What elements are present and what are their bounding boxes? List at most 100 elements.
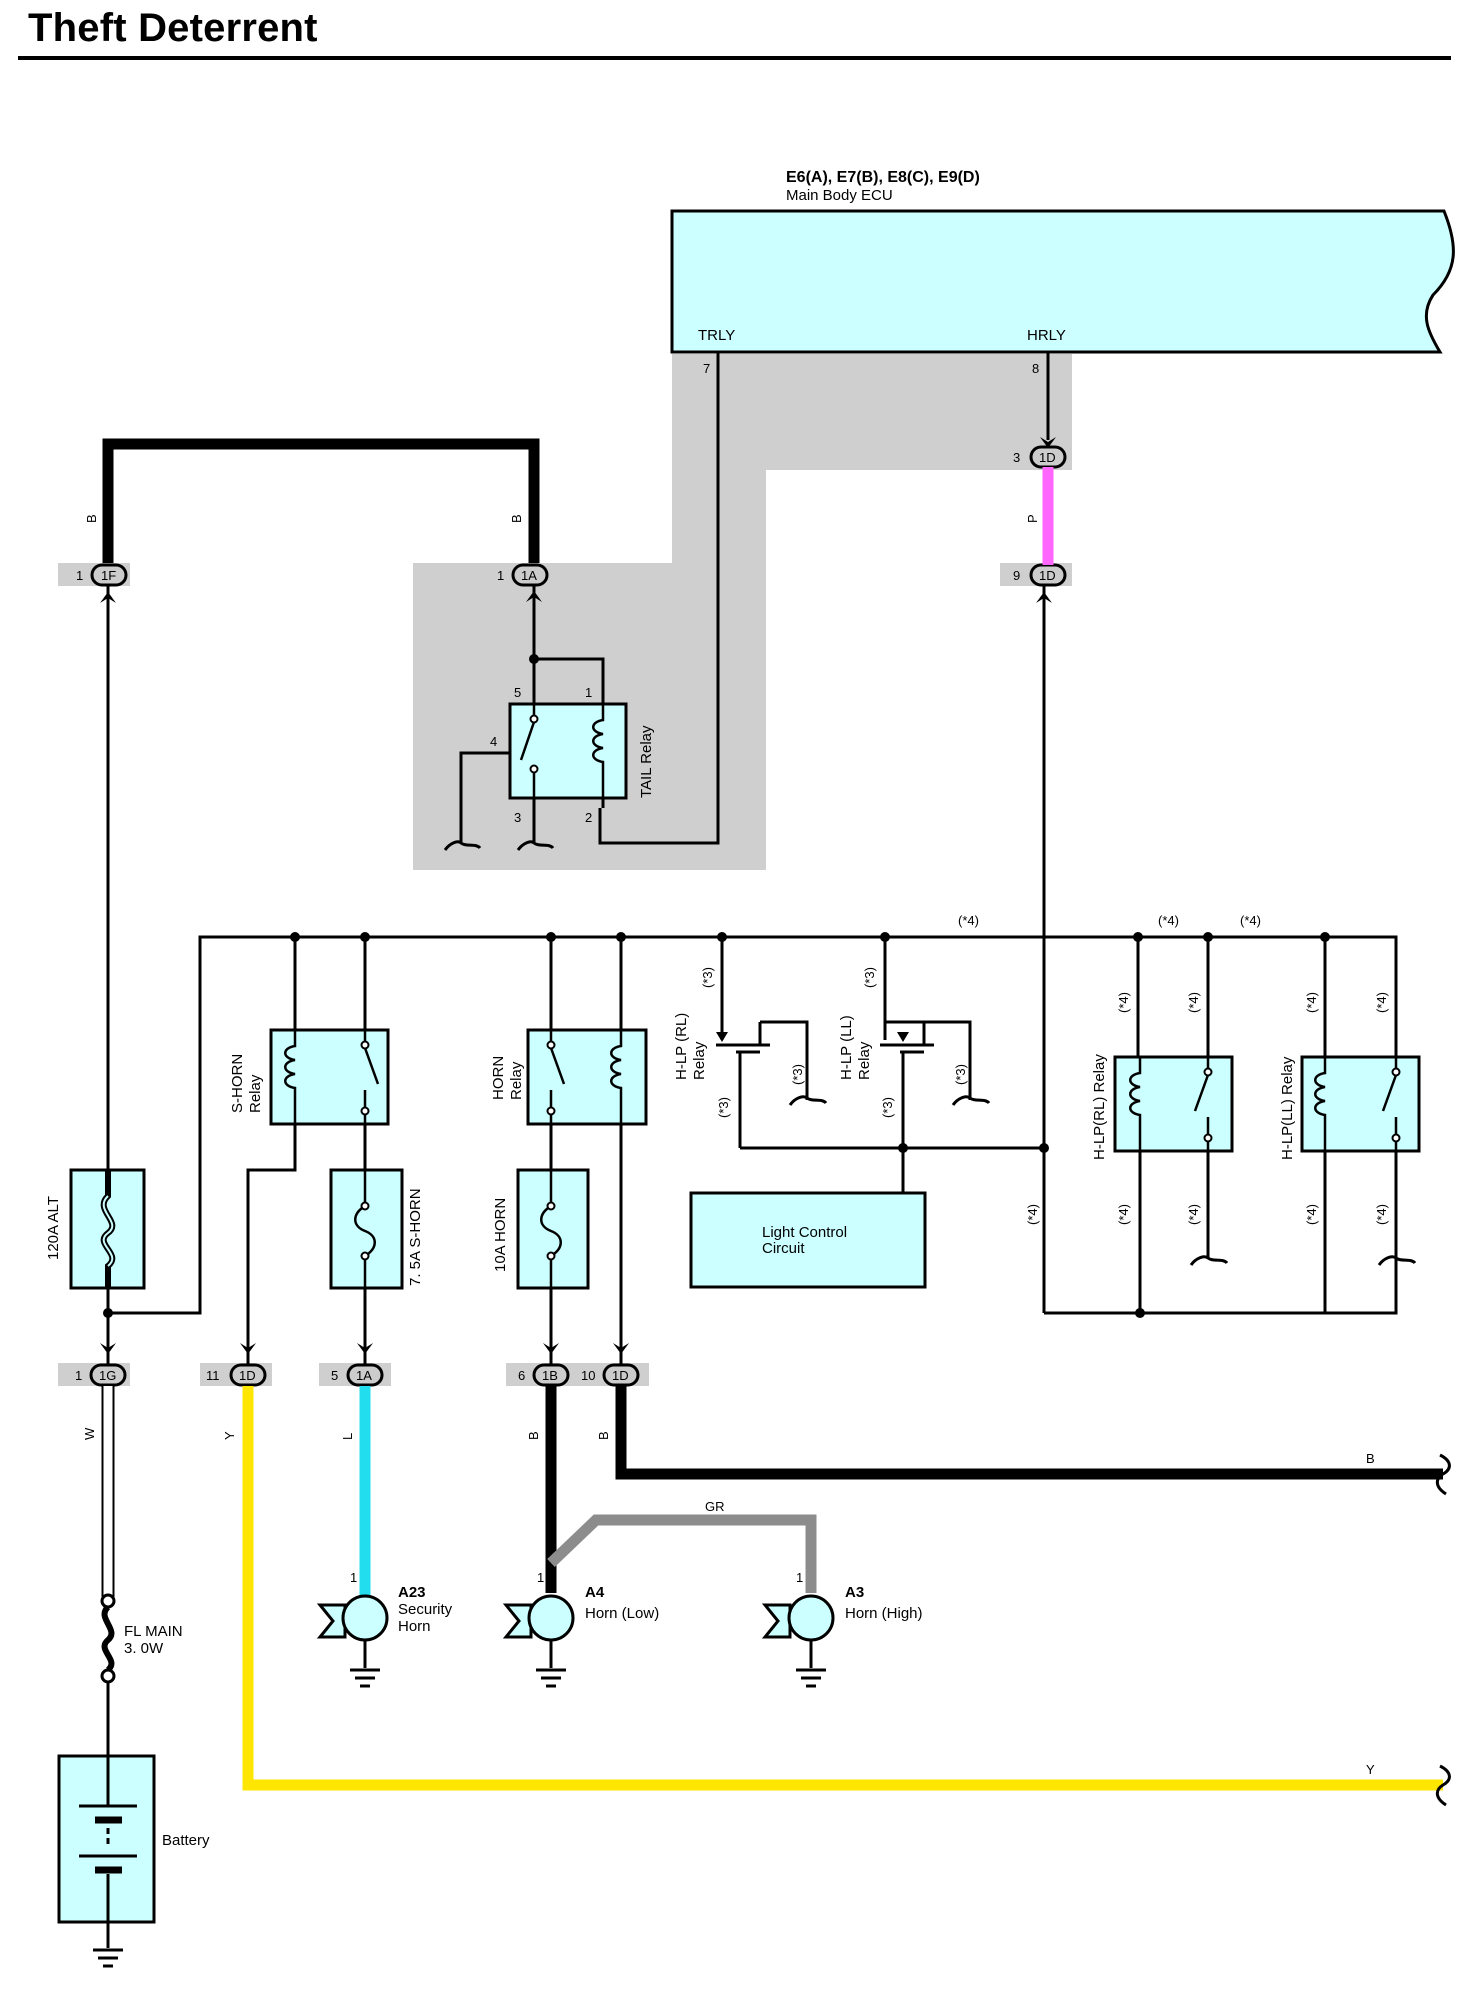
horn-low — [502, 1594, 575, 1688]
note-4-hrly: (*4) — [1025, 1204, 1040, 1225]
tail-relay-label: TAIL Relay — [638, 725, 655, 798]
svg-text:1D: 1D — [1039, 568, 1056, 583]
connector-1d-mid: 1D 9 — [1013, 563, 1067, 587]
note-4-rl-bot-b: (*4) — [1186, 1204, 1201, 1225]
horn-relay-label-1: HORN — [490, 1056, 507, 1100]
page-title: Theft Deterrent — [28, 6, 318, 50]
wire-code-b-right: B — [1366, 1451, 1375, 1466]
ecu-terminal-trly: TRLY — [698, 327, 735, 344]
svg-text:1: 1 — [75, 1368, 82, 1383]
connector-1d-11: 1D 11 — [206, 1363, 267, 1387]
h-lp-rl-fet-label-1: H-LP (RL) — [673, 1013, 690, 1080]
svg-text:9: 9 — [1013, 568, 1020, 583]
note-3-b: (*3) — [790, 1064, 805, 1085]
s-horn-relay-label-2: Relay — [247, 1074, 264, 1113]
wire-code-gr: GR — [705, 1499, 725, 1514]
note-4-ll-top-b: (*4) — [1374, 992, 1389, 1013]
note-4-rl-top-a: (*4) — [1116, 992, 1131, 1013]
fuse-120a-alt — [69, 1168, 146, 1290]
h-lp-ll-fet-relay — [880, 937, 991, 1148]
h-lp-ll-relay — [1300, 1055, 1421, 1153]
h-lp-ll-fet-label-1: H-LP (LL) — [838, 1015, 855, 1080]
note-4-ll-bot-b: (*4) — [1374, 1204, 1389, 1225]
connector-1a-5: 1A 5 — [331, 1363, 384, 1387]
security-horn-label-2: Horn — [398, 1618, 431, 1635]
s-horn-relay-label-1: S-HORN — [229, 1054, 246, 1113]
svg-text:1G: 1G — [99, 1368, 116, 1383]
svg-text:10: 10 — [581, 1368, 595, 1383]
fl-main-fusible-link — [100, 1593, 116, 1684]
svg-text:1D: 1D — [239, 1368, 256, 1383]
svg-text:1D: 1D — [612, 1368, 629, 1383]
ecu-name: Main Body ECU — [786, 187, 893, 204]
connector-1g: 1G 1 — [75, 1363, 127, 1387]
ecu-codes: E6(A), E7(B), E8(C), E9(D) — [786, 169, 980, 186]
note-4-rl-top-b: (*4) — [1186, 992, 1201, 1013]
tail-relay — [508, 702, 628, 800]
wire-y — [242, 1386, 1443, 1791]
horn-relay — [526, 1028, 648, 1126]
tail-relay-pin-1: 1 — [585, 685, 592, 700]
wire-code-y-left: Y — [222, 1431, 237, 1440]
note-4-ll-top-a: (*4) — [1304, 992, 1319, 1013]
horn-high-label: Horn (High) — [845, 1605, 923, 1622]
svg-text:1: 1 — [76, 568, 83, 583]
h-lp-ll-fet-label-2: Relay — [856, 1041, 873, 1080]
battery — [57, 1754, 156, 1924]
note-4-bus-2: (*4) — [1158, 913, 1179, 928]
tail-relay-pin-3: 3 — [514, 810, 521, 825]
wire-gr — [547, 1514, 817, 1593]
security-horn-label-1: Security — [398, 1601, 453, 1618]
note-3-e: (*3) — [953, 1064, 968, 1085]
wire-code-b-tail: B — [509, 514, 524, 523]
wire-code-w: W — [82, 1427, 97, 1440]
fuse-s-horn — [329, 1168, 404, 1290]
h-lp-rl-relay-label: H-LP(RL) Relay — [1091, 1054, 1108, 1160]
svg-text:6: 6 — [518, 1368, 525, 1383]
horn-high-code: A3 — [845, 1584, 864, 1601]
wire-b-break — [1435, 1453, 1451, 1496]
fuse-horn — [516, 1168, 590, 1290]
light-control-label-1: Light Control — [762, 1224, 847, 1241]
ecu-pin-trly: 7 — [703, 361, 710, 376]
fuse-horn-label: 10A HORN — [492, 1198, 509, 1272]
note-4-rl-bot-a: (*4) — [1116, 1204, 1131, 1225]
fl-main-label-2: 3. 0W — [124, 1640, 164, 1657]
wire-b-right — [615, 1386, 1443, 1480]
svg-text:5: 5 — [331, 1368, 338, 1383]
wire-code-l: L — [340, 1433, 355, 1440]
h-lp-rl-fet-label-2: Relay — [691, 1041, 708, 1080]
wire-code-b-left: B — [84, 514, 99, 523]
connector-1b-6: 1B 6 — [518, 1363, 570, 1387]
wire-code-y-right: Y — [1366, 1762, 1375, 1777]
horn-high — [761, 1594, 835, 1688]
tail-relay-pin-2: 2 — [585, 810, 592, 825]
svg-text:1A: 1A — [356, 1368, 372, 1383]
ecu-terminal-hrly: HRLY — [1027, 327, 1066, 344]
note-4-bus-1: (*4) — [958, 913, 979, 928]
svg-text:1B: 1B — [542, 1368, 558, 1383]
tail-relay-pin-4: 4 — [490, 734, 497, 749]
battery-label: Battery — [162, 1832, 210, 1849]
svg-text:1: 1 — [497, 568, 504, 583]
note-3-f: (*3) — [880, 1097, 895, 1118]
title-rule — [18, 56, 1451, 60]
wire-code-p: P — [1025, 514, 1040, 523]
tail-relay-pin-5: 5 — [514, 685, 521, 700]
horn-relay-label-2: Relay — [508, 1061, 525, 1100]
fuse-s-horn-label: 7. 5A S-HORN — [407, 1188, 424, 1286]
note-4-bus-3: (*4) — [1240, 913, 1261, 928]
security-horn-pin: 1 — [350, 1570, 357, 1585]
main-body-ecu — [670, 209, 1455, 354]
fl-main-label-1: FL MAIN — [124, 1623, 183, 1640]
light-control-circuit — [689, 1191, 927, 1289]
connector-1d-10: 1D 10 — [581, 1363, 640, 1387]
fuse-alt-label: 120A ALT — [45, 1196, 62, 1260]
note-3-a: (*3) — [700, 967, 715, 988]
h-lp-rl-fet-relay — [716, 937, 828, 1148]
wire-code-b-horn10: B — [596, 1431, 611, 1440]
horn-low-pin: 1 — [537, 1570, 544, 1585]
wire-trly — [598, 352, 720, 845]
light-control-label-2: Circuit — [762, 1240, 805, 1257]
